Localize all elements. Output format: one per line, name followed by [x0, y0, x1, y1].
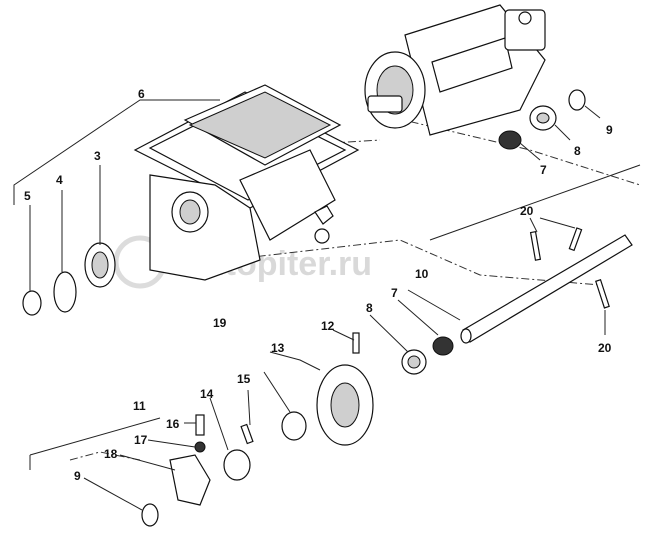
label-15: 15 — [237, 372, 251, 386]
label-6: 6 — [138, 87, 145, 101]
electric-motor — [364, 4, 546, 136]
seal-part-7 — [432, 336, 454, 356]
label-8: 8 — [574, 144, 581, 158]
motor-shaft-parts — [498, 89, 586, 150]
circlip-part-4 — [53, 271, 77, 313]
circlip-part-9 — [568, 89, 586, 111]
washer-part-14 — [223, 449, 251, 481]
callout-lines — [29, 105, 606, 511]
label-19: 19 — [213, 316, 227, 330]
label-10: 10 — [415, 267, 429, 281]
lower-parts — [141, 332, 454, 527]
label-3: 3 — [94, 149, 101, 163]
gear-housing — [133, 84, 360, 281]
label-17: 17 — [134, 433, 148, 447]
label-7: 7 — [540, 163, 547, 177]
label-20: 20 — [598, 341, 612, 355]
label-20: 20 — [520, 204, 534, 218]
label-16: 16 — [166, 417, 180, 431]
assembly-lines — [13, 99, 641, 470]
ball-part-17 — [194, 441, 206, 453]
snap-ring-part-5 — [22, 290, 42, 316]
label-5: 5 — [24, 189, 31, 203]
circlip-part-9 — [141, 503, 159, 527]
label-18: 18 — [104, 447, 118, 461]
spring-part-16 — [195, 414, 205, 436]
label-11: 11 — [133, 399, 146, 413]
left-side-parts — [22, 242, 116, 316]
seal-part-7 — [498, 130, 522, 150]
label-9: 9 — [606, 123, 613, 137]
pin-part-20 — [595, 279, 610, 309]
washer-part-13 — [281, 411, 307, 441]
shaft-assembly — [460, 227, 633, 344]
part-labels: 6 3 4 5 7 8 9 20 20 10 19 7 8 12 13 15 1… — [24, 87, 613, 483]
label-9: 9 — [74, 469, 81, 483]
label-13: 13 — [271, 341, 285, 355]
pin-part-20 — [529, 230, 542, 261]
dog-clutch-part-18 — [169, 454, 211, 506]
label-12: 12 — [321, 319, 335, 333]
key-part-12 — [352, 332, 360, 354]
label-7: 7 — [391, 286, 398, 300]
label-4: 4 — [56, 173, 63, 187]
pin-part-20 — [568, 227, 583, 252]
label-8: 8 — [366, 301, 373, 315]
pin-part-15 — [240, 423, 254, 445]
label-14: 14 — [200, 387, 214, 401]
